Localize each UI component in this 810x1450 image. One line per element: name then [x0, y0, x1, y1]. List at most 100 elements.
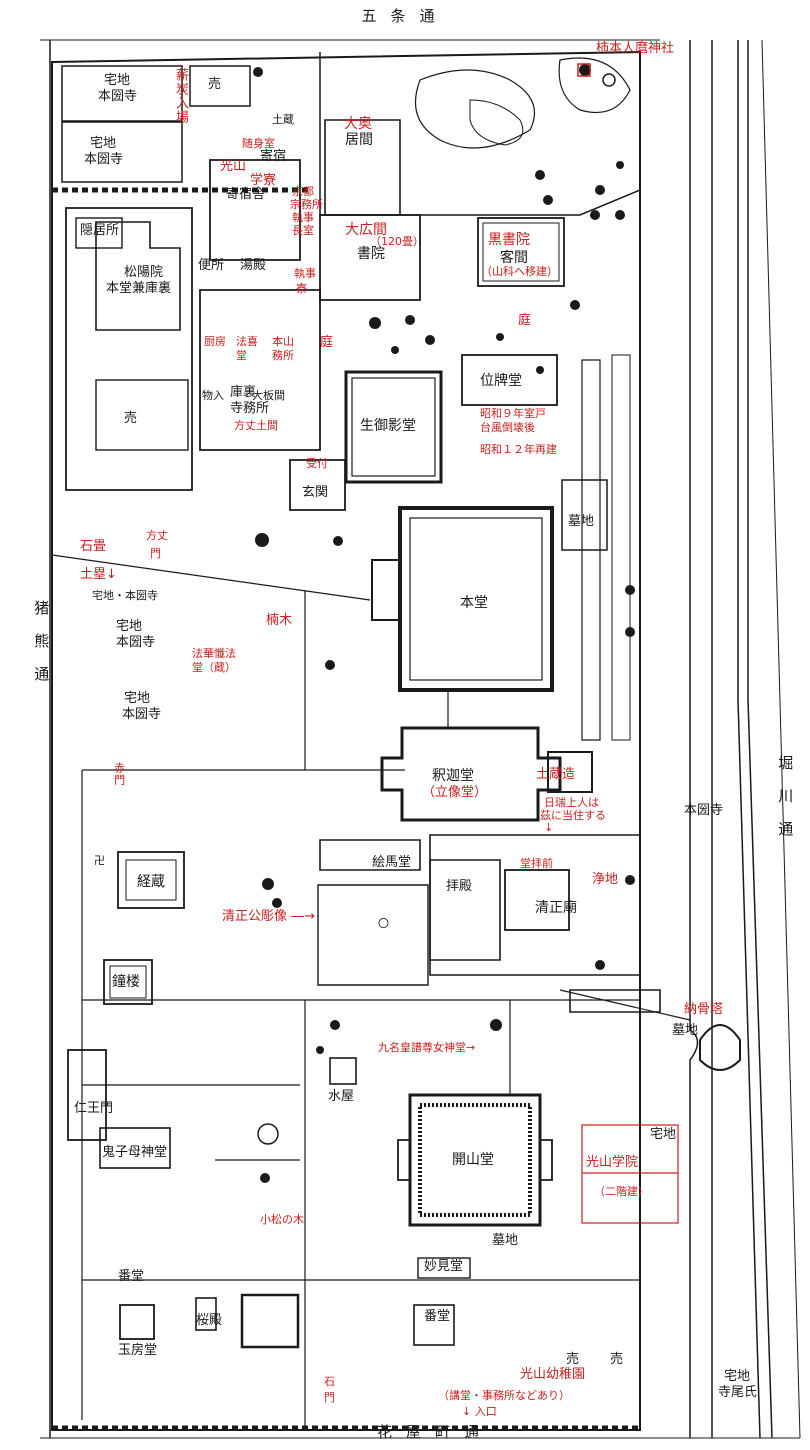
- note-hokke-2: 堂（蔵）: [192, 661, 236, 674]
- label-kyoma: 居間: [345, 132, 373, 148]
- label-jimusho: 寺務所: [230, 401, 270, 416]
- note-niwa: 庭: [518, 313, 532, 328]
- label-genkan: 玄関: [302, 485, 329, 500]
- horikawa-canal-4: [747, 40, 773, 1439]
- label-kaisando: 開山堂: [452, 1152, 494, 1168]
- note-nikaidate: （二階建）: [594, 1185, 649, 1198]
- note-kozan-2: 学寮: [250, 173, 277, 188]
- niomon-box: [67, 1049, 107, 1141]
- compound-outer-wall: [51, 50, 641, 1431]
- res-4b: 本圀寺: [116, 635, 156, 650]
- hondo-inner: [409, 517, 543, 681]
- res-honkokuji-east: 本圀寺: [684, 803, 724, 818]
- note-takiginyujo: 薪炭入場: [172, 68, 188, 124]
- label-kyozo: 経蔵: [137, 874, 165, 890]
- kaisando-roof: [418, 1103, 532, 1217]
- res-2b: 本圀寺: [84, 152, 124, 167]
- res-4a: 宅地: [116, 619, 143, 634]
- label-inkyo: 隠居所: [80, 223, 120, 238]
- note-shitsujiryo-1: 執事: [294, 267, 316, 280]
- kyozo-outer: [117, 851, 185, 909]
- note-joji: 浄地: [592, 872, 619, 887]
- label-gyokuboudo: 玉房堂: [118, 1343, 158, 1358]
- label-ihaido: 位牌堂: [480, 373, 522, 389]
- hondo-outline: [398, 506, 554, 692]
- note-showa9-2: 台風倒壊後: [480, 421, 535, 434]
- label-mono: 物入: [202, 389, 224, 402]
- label-yudono: 湯殿: [240, 258, 267, 273]
- cemetery-1: 墓地: [568, 514, 595, 529]
- note-zuishinshitsu: 随身室: [242, 137, 275, 150]
- mizuya-box: [329, 1057, 357, 1085]
- cemetery-strip-2: [611, 354, 631, 741]
- ooku-block: [324, 119, 401, 216]
- label-oitama: 大板間: [252, 389, 285, 402]
- kuri-block: [199, 289, 321, 451]
- label-dozo: 土蔵: [272, 113, 294, 126]
- note-kumei: 九名皇譜尊女神堂→: [378, 1041, 476, 1054]
- note-shitsujiryo-2: 寮: [296, 282, 307, 295]
- label-kuri: 庫裏: [230, 385, 257, 400]
- shoro-outer: [103, 959, 153, 1005]
- sale-3: 売: [566, 1352, 580, 1367]
- note-ishimon-2: 門: [324, 1391, 335, 1404]
- street-east: 堀川通: [776, 755, 795, 854]
- note-tatami: （120畳）: [370, 235, 424, 248]
- note-niwa-2: 庭: [320, 335, 334, 350]
- res-6: 宅地: [650, 1127, 677, 1142]
- note-honzan-1: 本山: [272, 335, 294, 348]
- hitomaro-shrine-mound: [558, 57, 631, 114]
- res-7a: 宅地: [724, 1369, 751, 1384]
- label-myokendo: 妙見堂: [424, 1259, 464, 1274]
- note-hitomaro: 柿本人麿神社: [596, 41, 675, 56]
- note-yochien-sub: （講堂・事務所などあり）: [438, 1389, 570, 1402]
- emado-block: [319, 839, 421, 871]
- res-1b: 本圀寺: [98, 89, 138, 104]
- label-shoro: 鐘楼: [112, 974, 140, 990]
- myokendo-box: [417, 1257, 471, 1279]
- plot-nw-1: [61, 65, 183, 122]
- haiden-block: [429, 859, 501, 961]
- note-saishu: 卍: [94, 854, 105, 867]
- note-kitchen: 厨房: [204, 335, 226, 348]
- kishimojin-box: [99, 1127, 171, 1169]
- label-shoyoin: 松陽院: [124, 265, 164, 280]
- note-hokke-1: 法華懺法: [192, 647, 236, 660]
- note-kurosho-in: 黒書院: [488, 232, 530, 248]
- note-shumusho-1: 京都: [292, 185, 314, 198]
- note-doyoi: 堂拝前: [520, 857, 553, 870]
- cemetery-strip: [581, 359, 601, 741]
- note-showa12: 昭和１２年再建: [480, 443, 557, 456]
- kyozo-inner: [125, 859, 177, 901]
- street-west: 猪熊通: [32, 600, 51, 699]
- label-seishobyo: 清正廟: [535, 900, 577, 916]
- label-shoyoin-sub: 本堂兼庫裏: [106, 281, 172, 296]
- label-kyakuma: 客間: [500, 250, 528, 266]
- note-ishimon-1: 石: [324, 1375, 335, 1388]
- plot-sale-n: [189, 65, 251, 107]
- res-5a: 宅地: [124, 691, 151, 706]
- gakuryo-block: [209, 159, 301, 261]
- garden-pond: [469, 99, 524, 146]
- sale-box-w: [95, 379, 189, 451]
- sakuraden-box: [195, 1297, 217, 1331]
- cemetery-3: 墓地: [492, 1233, 519, 1248]
- seishobyo-box: [504, 869, 570, 931]
- note-kyakuma: （山科へ移建）: [481, 265, 558, 278]
- sale-4: 売: [610, 1352, 624, 1367]
- label-shakado: 釈迦堂: [432, 768, 474, 784]
- label-benjo: 便所: [198, 258, 225, 273]
- shakado-outline: [380, 726, 562, 822]
- garden-box: [240, 1293, 300, 1349]
- gakuin-frame: [581, 1124, 679, 1224]
- note-ishigaki: 石畳: [80, 539, 107, 554]
- note-akamon: 赤門: [112, 762, 126, 786]
- note-kiyomasa: 清正公彫像 ―→: [222, 909, 316, 924]
- goeido-inner: [351, 377, 436, 477]
- label-goeido: 生御影堂: [360, 418, 416, 434]
- label-haiden: 拝殿: [446, 879, 473, 894]
- label-bando-1: 番堂: [118, 1269, 145, 1284]
- sale-2: 売: [124, 411, 138, 426]
- res-1a: 宅地: [104, 73, 131, 88]
